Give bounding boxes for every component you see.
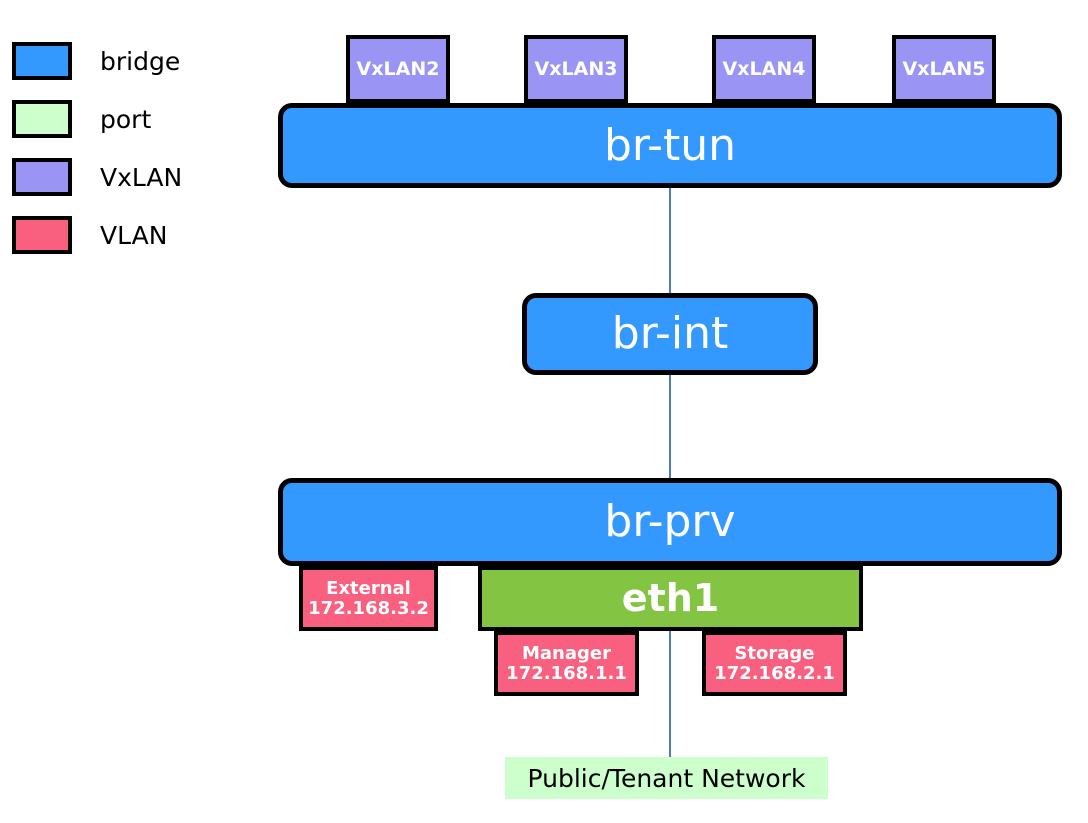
vxlan-label-4: VxLAN4 (722, 57, 806, 80)
legend-swatch-bridge (12, 42, 72, 80)
legend-swatch-port (12, 100, 72, 138)
vxlan-label-3: VxLAN3 (534, 57, 618, 80)
port-label-eth1: eth1 (621, 575, 720, 620)
legend-label-vlan: VLAN (100, 220, 168, 250)
legend-swatch-vxlan (12, 158, 72, 196)
connector-br-int-to-br-prv (669, 372, 671, 482)
vxlan-label-2: VxLAN2 (356, 57, 440, 80)
legend-item-vxlan: VxLAN (12, 158, 182, 196)
bridge-label-br-prv: br-prv (604, 496, 736, 548)
bridge-label-br-int: br-int (611, 308, 729, 360)
vxlan-box-3[interactable]: VxLAN3 (524, 35, 628, 103)
vxlan-box-2[interactable]: VxLAN2 (346, 35, 450, 103)
bridge-box-br-tun[interactable]: br-tun (278, 103, 1062, 188)
bridge-box-br-int[interactable]: br-int (522, 293, 818, 375)
legend-item-vlan: VLAN (12, 216, 167, 254)
bridge-label-br-tun: br-tun (603, 119, 737, 171)
network-label-public-tenant: Public/Tenant Network (527, 763, 806, 793)
vxlan-box-5[interactable]: VxLAN5 (892, 35, 996, 103)
legend-swatch-vlan (12, 216, 72, 254)
connector-eth1-to-network (669, 626, 671, 758)
vlan-name-external: External (326, 578, 411, 600)
legend-item-port: port (12, 100, 151, 138)
legend-item-bridge: bridge (12, 42, 180, 80)
vlan-box-storage[interactable]: Storage 172.168.2.1 (702, 631, 847, 696)
connector-br-tun-to-br-int (669, 186, 671, 296)
vlan-name-manager: Manager (522, 643, 611, 665)
network-box-public-tenant[interactable]: Public/Tenant Network (505, 757, 828, 799)
vlan-box-manager[interactable]: Manager 172.168.1.1 (494, 631, 639, 696)
bridge-box-br-prv[interactable]: br-prv (278, 478, 1062, 566)
vlan-name-storage: Storage (734, 643, 815, 665)
vlan-box-external[interactable]: External 172.168.3.2 (299, 566, 438, 631)
legend-label-bridge: bridge (100, 46, 181, 76)
vlan-ip-manager: 172.168.1.1 (506, 662, 627, 684)
port-box-eth1[interactable]: eth1 (478, 566, 863, 631)
vlan-ip-storage: 172.168.2.1 (714, 662, 835, 684)
vxlan-label-5: VxLAN5 (902, 57, 986, 80)
legend-label-port: port (100, 104, 152, 134)
vlan-ip-external: 172.168.3.2 (308, 597, 429, 619)
vxlan-box-4[interactable]: VxLAN4 (712, 35, 816, 103)
legend-label-vxlan: VxLAN (100, 162, 183, 192)
